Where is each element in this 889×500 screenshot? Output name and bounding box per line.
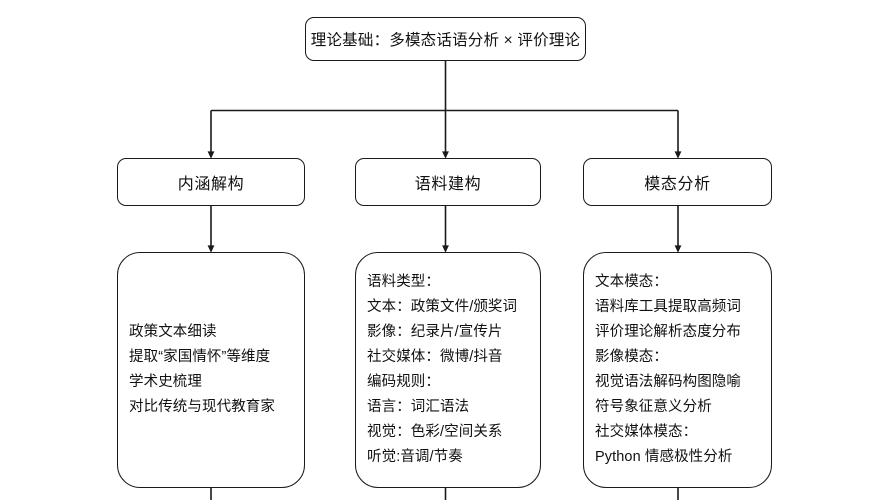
detail-line: 影像：纪录片/宣传片 [367,324,503,340]
detail-line: 评价理论解析态度分布 [595,324,741,340]
node-theoretical-foundation[interactable]: 理论基础：多模态话语分析 × 评价理论 [305,17,586,61]
detail-line-list: 语料类型： 文本：政策文件/颁奖词影像：纪录片/宣传片社交媒体：微博/抖音编码规则… [356,270,540,470]
detail-line: 社交媒体模态： [595,424,698,440]
node-branch-label: 内涵解构 [177,176,245,193]
detail-line: Python 情感极性分析 [595,449,733,465]
detail-line: 符号象征意义分析 [595,399,712,415]
node-detail-connotation-deconstruction[interactable]: 政策文本细读提取“家国情怀”等维度学术史梳理对比传统与现代教育家 [117,252,305,488]
node-branch-label: 模态分析 [644,176,711,193]
detail-line: 语料库工具提取高频词 [595,299,741,315]
node-branch-corpus-construction[interactable]: 语料建构 [355,158,541,206]
detail-line: 视觉：色彩/空间关系 [367,424,503,440]
detail-line-list: 政策文本细读提取“家国情怀”等维度学术史梳理对比传统与现代教育家 [118,320,304,420]
detail-line: 语言：词汇语法 [367,399,470,415]
node-detail-modality-analysis[interactable]: 文本模态： 语料库工具提取高频词评价理论解析态度分布影像模态： 视觉语法解码构图隐喻… [583,252,772,488]
node-root-label: 理论基础：多模态话语分析 × 评价理论 [310,32,581,49]
detail-line-list: 文本模态： 语料库工具提取高频词评价理论解析态度分布影像模态： 视觉语法解码构图隐喻… [584,270,771,470]
detail-line: 影像模态： [595,349,668,365]
detail-line: 对比传统与现代教育家 [129,399,275,415]
detail-line: 听觉:音调/节奏 [367,449,463,465]
detail-line: 视觉语法解码构图隐喻 [595,374,741,390]
node-branch-modality-analysis[interactable]: 模态分析 [583,158,772,206]
detail-line: 文本模态： [595,274,668,290]
detail-line: 文本：政策文件/颁奖词 [367,299,518,315]
detail-line: 政策文本细读 [129,324,217,340]
detail-line: 学术史梳理 [129,374,202,390]
detail-line: 提取“家国情怀”等维度 [129,349,271,365]
detail-line: 社交媒体：微博/抖音 [367,349,503,365]
node-detail-corpus-construction[interactable]: 语料类型： 文本：政策文件/颁奖词影像：纪录片/宣传片社交媒体：微博/抖音编码规则… [355,252,541,488]
node-branch-label: 语料建构 [414,176,482,193]
node-branch-connotation-deconstruction[interactable]: 内涵解构 [117,158,305,206]
detail-line: 语料类型： [367,274,440,290]
detail-line: 编码规则： [367,374,440,390]
